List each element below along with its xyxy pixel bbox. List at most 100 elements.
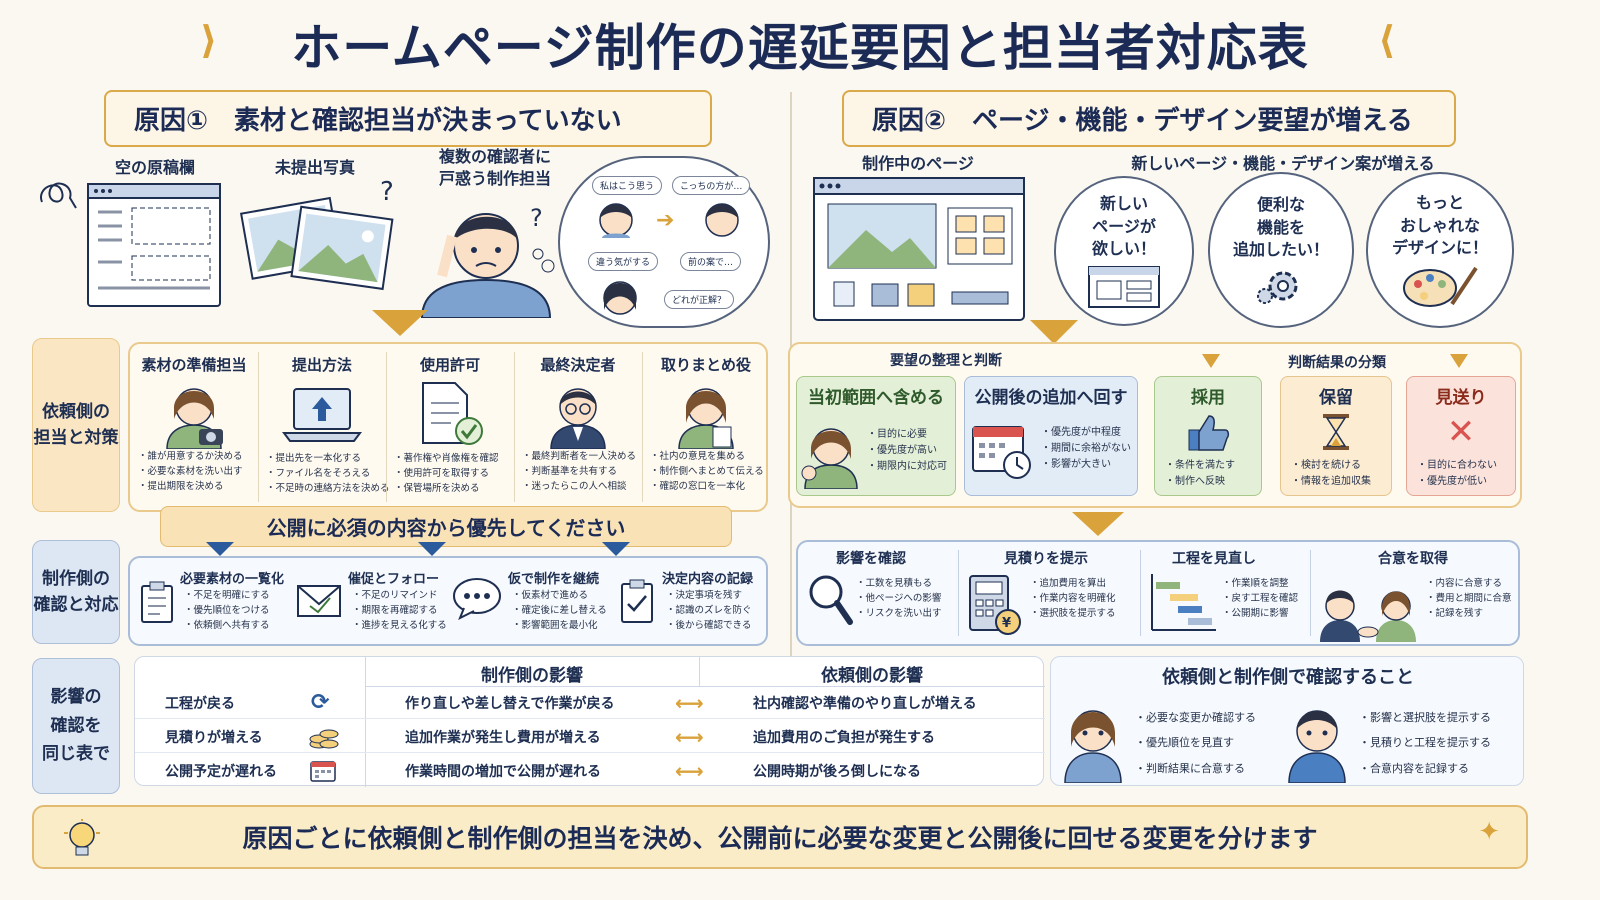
role-items: 誰が用意するか決める必要な素材を洗い出す提出期限を決める bbox=[130, 449, 258, 495]
speech-3: 違う気がする bbox=[588, 252, 659, 271]
process-estimate: 見積りを提示 ¥ 追加費用を算出作業内容を明確化選択肢を提示する bbox=[960, 542, 1138, 644]
bidirectional-arrow-icon: ⟷ bbox=[675, 724, 704, 749]
coins-icon bbox=[309, 724, 339, 750]
woman-clipboard-icon bbox=[673, 379, 739, 449]
speech-5: どれが正解？ bbox=[664, 290, 735, 309]
magnifier-icon bbox=[806, 572, 854, 628]
producer-item-bullets: 不足を明確にする優先順位をつける依頼側へ共有する bbox=[184, 588, 270, 634]
cause1-title: 原因① 素材と確認担当が決まっていない bbox=[104, 90, 712, 147]
handshake-icon bbox=[1318, 570, 1418, 642]
decision-title: 見送り bbox=[1435, 388, 1487, 408]
svg-text:?: ? bbox=[380, 178, 394, 207]
decision-title: 採用 bbox=[1191, 388, 1225, 408]
speech-4: 前の案で… bbox=[680, 252, 742, 271]
request-bubble-design: もっと おしゃれな デザインに！ bbox=[1366, 172, 1514, 328]
envelope-icon bbox=[296, 584, 342, 618]
impact-table: 制作側の影響 依頼側の影響 工程が戻る ⟳ 作り直しや差し替えで作業が戻る ⟷ … bbox=[134, 656, 1045, 787]
role-title: 取りまとめ役 bbox=[660, 356, 751, 374]
bubble-text: もっと おしゃれな デザインに！ bbox=[1391, 193, 1488, 258]
role-items: 社内の意見を集める制作側へまとめて伝える確認の窓口を一本化 bbox=[642, 449, 770, 495]
process-bullets: 内容に合意する費用と期間に合意記録を残す bbox=[1426, 576, 1512, 622]
client-side-label: 依頼側の 担当と対策 bbox=[32, 338, 120, 512]
role-items: 提出先を一本化するファイル名をそろえる不足時の連絡方法を決める bbox=[258, 451, 390, 497]
role-material: 素材の準備担当 誰が用意するか決める必要な素材を洗い出す提出期限を決める bbox=[130, 344, 258, 510]
decision-hold: 保留 検討を続ける情報を追加収集 bbox=[1280, 376, 1392, 496]
footer-summary: 原因ごとに依頼側と制作側の担当を決め、公開前に必要な変更と公開後に回せる変更を分… bbox=[32, 805, 1528, 869]
svg-text:¥: ¥ bbox=[1002, 616, 1011, 631]
arrow-right-icon: ➔ bbox=[656, 208, 675, 233]
role-permission: 使用許可 著作権や肖像権を確認使用許可を取得する保管場所を決める bbox=[386, 344, 514, 510]
process-impact: 影響を確認 工数を見積もる他ページへの影響リスクを洗い出す bbox=[798, 542, 958, 644]
producer-item-bullets: 決定事項を残す認識のズレを防ぐ後から確認できる bbox=[666, 588, 752, 634]
label-organize: 要望の整理と判断 bbox=[890, 353, 1002, 369]
decision-title: 当初範囲へ含める bbox=[808, 388, 944, 408]
role-title: 提出方法 bbox=[291, 356, 352, 374]
chat-bubble-icon bbox=[452, 576, 502, 620]
client-roles-panel: 素材の準備担当 誰が用意するか決める必要な素材を洗い出す提出期限を決める 提出方… bbox=[128, 342, 768, 512]
arrow-down-icon bbox=[372, 310, 428, 336]
producer-item-bullets: 不足のリマインド期限を再確認する進捗を見える化する bbox=[352, 588, 447, 634]
process-agreement: 合意を取得 内容に合意する費用と期間に合意記録を残す bbox=[1312, 542, 1522, 644]
bidirectional-arrow-icon: ⟷ bbox=[675, 759, 704, 783]
row-client: 公開時期が後ろ倒しになる bbox=[753, 764, 921, 780]
cause2-title: 原因② ページ・機能・デザイン要望が増える bbox=[842, 90, 1456, 147]
bidirectional-arrow-icon: ⟷ bbox=[675, 690, 704, 715]
header-client-impact: 依頼側の影響 bbox=[821, 666, 923, 686]
table-row: 公開予定が遅れる 作業時間の増加で公開が遅れる ⟷ 公開時期が後ろ倒しになる bbox=[135, 755, 1045, 787]
producer-item-title: 催促とフォロー bbox=[348, 572, 440, 587]
browser-page-icon bbox=[812, 176, 1026, 322]
bubble-text: 便利な 機能を 追加したい！ bbox=[1232, 195, 1329, 260]
producer-item-record: 決定内容の記録 決定事項を残す認識のズレを防ぐ後から確認できる bbox=[616, 558, 770, 644]
label-unsubmitted-photos: 未提出写真 bbox=[274, 158, 355, 177]
row-client: 追加費用のご負担が発生する bbox=[753, 729, 935, 746]
table-row: 見積りが増える 追加作業が発生し費用が増える ⟷ 追加費用のご負担が発生する bbox=[135, 721, 1045, 753]
person-head-icon-3 bbox=[600, 276, 640, 316]
label-growing-requests: 新しいページ・機能・デザイン案が増える bbox=[1131, 154, 1435, 173]
sparkle-left-icon: ⟩ bbox=[200, 18, 218, 62]
label-page-in-production: 制作中のページ bbox=[862, 154, 974, 173]
request-bubble-feature: 便利な 機能を 追加したい！ bbox=[1208, 172, 1354, 328]
arrow-down-icon bbox=[1072, 512, 1124, 536]
calendar-clock-icon bbox=[971, 421, 1033, 481]
decision-title: 公開後の追加へ回す bbox=[974, 388, 1128, 408]
page-title: ホームページ制作の遅延要因と担当者対応表 bbox=[291, 19, 1309, 77]
producer-item-title: 必要素材の一覧化 bbox=[180, 572, 285, 587]
producer-man-icon bbox=[1285, 691, 1349, 783]
producer-item-title: 仮で制作を継続 bbox=[508, 572, 600, 587]
hourglass-icon bbox=[1321, 412, 1351, 452]
decision-bullets: 条件を満たす制作へ反映 bbox=[1161, 458, 1255, 490]
decision-bullets: 目的に合わない優先度が低い bbox=[1413, 458, 1509, 490]
row-name: 公開予定が遅れる bbox=[165, 764, 277, 780]
producer-actions-panel: 必要素材の一覧化 不足を明確にする優先順位をつける依頼側へ共有する 催促とフォロ… bbox=[128, 556, 768, 646]
decision-adopt: 採用 条件を満たす制作へ反映 bbox=[1154, 376, 1262, 496]
page-layout-icon bbox=[1087, 265, 1161, 309]
role-title: 素材の準備担当 bbox=[141, 356, 247, 374]
arrow-down-blue-icon bbox=[418, 542, 446, 556]
gear-icon bbox=[1233, 266, 1329, 306]
producer-item-followup: 催促とフォロー 不足のリマインド期限を再確認する進捗を見える化する bbox=[292, 558, 452, 644]
checklist-icon bbox=[620, 578, 654, 624]
manuscript-icon bbox=[86, 182, 222, 308]
decision-initial-scope: 当初範囲へ含める 目的に必要優先度が高い期限内に対応可 bbox=[796, 376, 956, 496]
gantt-chart-icon bbox=[1148, 572, 1218, 634]
svg-text:?: ? bbox=[530, 204, 543, 232]
confirm-box: 依頼側と制作側で確認すること 必要な変更か確認する優先順位を見直す判断結果に合意… bbox=[1050, 656, 1524, 786]
calendar-icon bbox=[309, 759, 337, 783]
decision-post-launch: 公開後の追加へ回す 優先度が中程度期間に余裕がない影響が大きい bbox=[964, 376, 1138, 496]
header-producer-impact: 制作側の影響 bbox=[481, 666, 583, 686]
process-title: 工程を見直し bbox=[1172, 551, 1256, 567]
process-bullets: 追加費用を算出作業内容を明確化選択肢を提示する bbox=[1030, 576, 1116, 622]
row-name: 工程が戻る bbox=[165, 695, 235, 712]
process-bullets: 作業順を調整戻す工程を確認公開期に影響 bbox=[1222, 576, 1299, 622]
role-submission: 提出方法 提出先を一本化するファイル名をそろえる不足時の連絡方法を決める bbox=[258, 344, 390, 510]
person-head-icon-2 bbox=[702, 198, 742, 238]
speech-2: こっちの方が… bbox=[672, 176, 751, 195]
process-title: 見積りを提示 bbox=[1004, 551, 1088, 567]
label-classify: 判断結果の分類 bbox=[1288, 355, 1386, 371]
role-coordinator: 取りまとめ役 社内の意見を集める制作側へまとめて伝える確認の窓口を一本化 bbox=[642, 344, 770, 510]
man-glasses-icon bbox=[545, 379, 611, 449]
process-bullets: 工数を見積もる他ページへの影響リスクを洗い出す bbox=[856, 576, 942, 622]
producer-confirm-items: 影響と選択肢を提示する見積りと工程を提示する合意内容を記録する bbox=[1359, 705, 1491, 781]
confirm-title: 依頼側と制作側で確認すること bbox=[1162, 667, 1414, 688]
refresh-icon: ⟳ bbox=[311, 690, 330, 715]
